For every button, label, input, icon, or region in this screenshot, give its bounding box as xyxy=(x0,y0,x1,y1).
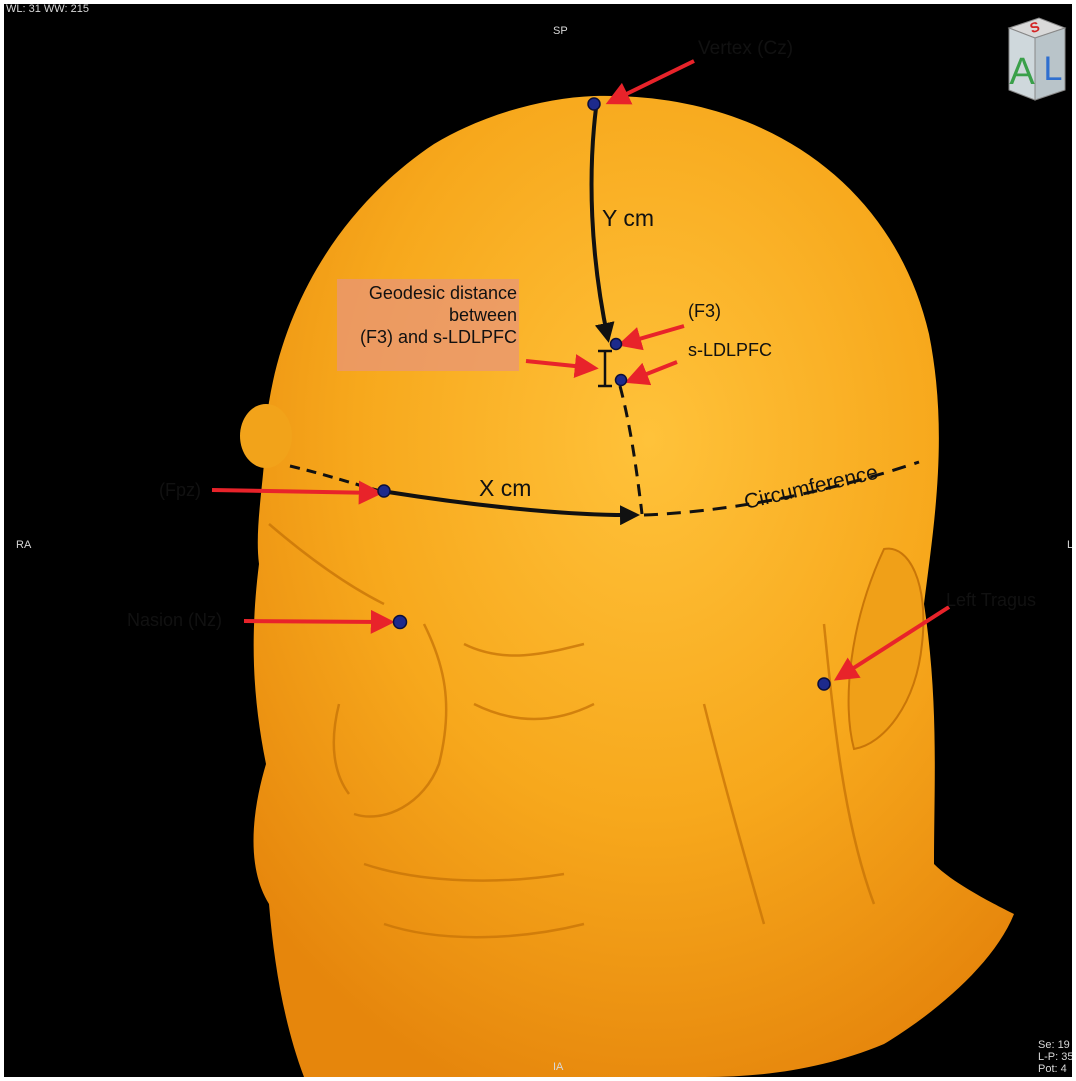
cube-side-letter: L xyxy=(1044,50,1063,88)
marker-fpz xyxy=(378,485,390,497)
marker-left-tragus xyxy=(818,678,830,690)
orientation-left: RA xyxy=(16,540,31,551)
marker-s-ldlpfc xyxy=(616,375,627,386)
marker-f3 xyxy=(611,339,622,350)
geodesic-line-3: (F3) and s-LDLPFC xyxy=(337,326,517,348)
corner-info-1: Se: 19 xyxy=(1038,1040,1070,1051)
label-s-ldlpfc: s-LDLPFC xyxy=(688,340,772,360)
label-nasion: Nasion (Nz) xyxy=(127,610,222,630)
volume-render-viewport[interactable]: Vertex (Cz) Y cm (F3) s-LDLPFC (Fpz) X c… xyxy=(4,4,1072,1077)
head-render: Vertex (Cz) Y cm (F3) s-LDLPFC (Fpz) X c… xyxy=(4,4,1072,1077)
geodesic-line-2: between xyxy=(337,304,517,326)
corner-info-2: L-P: 35 xyxy=(1038,1052,1072,1063)
label-y-cm: Y cm xyxy=(602,205,654,231)
orientation-bottom: IA xyxy=(553,1062,563,1073)
marker-vertex xyxy=(588,98,600,110)
geodesic-label: Geodesic distance between (F3) and s-LDL… xyxy=(337,282,517,348)
orientation-top: SP xyxy=(553,26,568,37)
marker-nasion xyxy=(394,616,407,629)
geodesic-line-1: Geodesic distance xyxy=(337,282,517,304)
label-f3: (F3) xyxy=(688,301,721,321)
label-left-tragus: Left Tragus xyxy=(946,590,1036,610)
label-vertex: Vertex (Cz) xyxy=(698,38,793,59)
label-fpz: (Fpz) xyxy=(159,480,201,500)
label-x-cm: X cm xyxy=(479,475,531,501)
orientation-cube[interactable]: S A L xyxy=(997,14,1067,102)
corner-info-3: Pot: 4 xyxy=(1038,1064,1067,1075)
orientation-right: L xyxy=(1067,540,1072,551)
window-level-readout: WL: 31 WW: 215 xyxy=(6,4,89,15)
cube-front-letter: A xyxy=(1009,51,1035,93)
right-ear-bump xyxy=(240,404,292,468)
